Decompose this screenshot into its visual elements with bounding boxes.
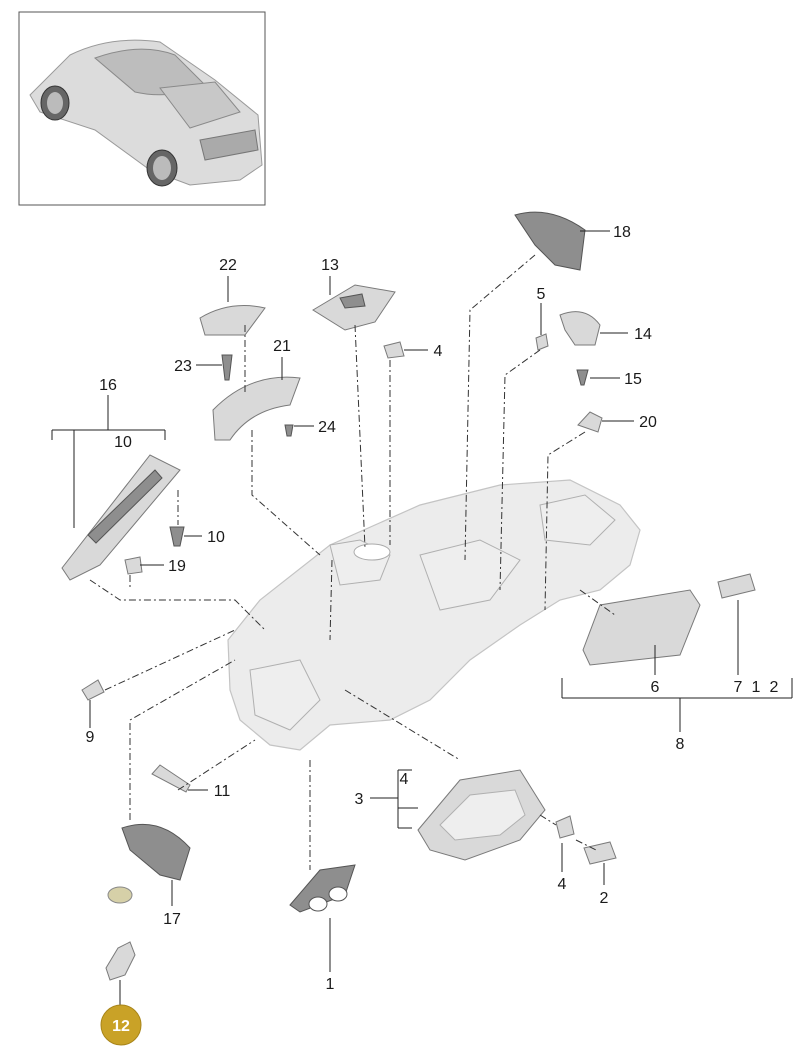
label-10-group: 10 [114,434,132,451]
label-18: 18 [613,224,631,241]
car-thumbnail [18,11,266,206]
part-16-vent [87,469,163,544]
label-11: 11 [214,783,231,800]
part-23-screw [221,354,233,381]
label-8: 8 [676,736,685,753]
part-10-screw [169,526,185,547]
part-24-screw [284,424,294,437]
part-7-cover [717,573,756,599]
part-18-shape [514,211,586,271]
label-16: 16 [99,377,117,394]
part-20-shape [577,411,603,433]
part-1-hole-right [328,886,348,902]
label-3: 3 [355,791,364,808]
label-10-screw: 10 [207,529,225,546]
label-2: 2 [600,890,609,907]
part-15-fastener [576,369,589,386]
label-17: 17 [163,911,181,928]
part-6-display [582,589,701,666]
part-1-panel [289,864,356,913]
label-15: 15 [624,371,642,388]
label-4-bottom: 4 [558,876,567,893]
part-17-vent [121,823,191,881]
part-22-shape [199,305,266,336]
label-7-sub1: 1 [752,679,761,696]
part-14-shape [559,311,601,346]
part-5-clip [535,333,549,351]
label-14: 14 [634,326,652,343]
leader-lines [51,230,793,1005]
dashboard-carrier [227,479,641,751]
label-4-group: 4 [400,771,409,788]
label-19: 19 [168,558,186,575]
label-13: 13 [321,257,339,274]
part-3-cluster-opening [439,789,526,841]
label-5: 5 [537,286,546,303]
label-7: 7 [734,679,743,696]
label-20: 20 [639,414,657,431]
label-12: 12 [112,1018,130,1035]
label-9: 9 [86,729,95,746]
label-7-sub2: 2 [770,679,779,696]
part-4-clip-top [383,341,405,359]
part-1-hole-left [308,896,328,912]
part-12-badge [100,1004,142,1046]
label-23: 23 [174,358,192,375]
label-1: 1 [326,976,335,993]
label-6: 6 [651,679,660,696]
part-12-bracket [105,941,136,981]
part-21-shape [212,376,301,441]
label-4-top: 4 [434,343,443,360]
part-9-clip [81,679,105,701]
label-22: 22 [219,257,237,274]
part-4-clip-bottom [555,815,575,839]
label-21: 21 [273,338,291,355]
part-2-cap [583,841,617,865]
part-19-clip [124,556,143,575]
alignment-lines [89,254,616,870]
part-11-strip [151,764,191,793]
label-24: 24 [318,419,336,436]
part-12-speaker [107,886,133,904]
part-13-clip [339,293,366,309]
part-labels: 22 13 21 23 24 4 5 14 15 20 18 16 10 10 … [86,224,779,1035]
